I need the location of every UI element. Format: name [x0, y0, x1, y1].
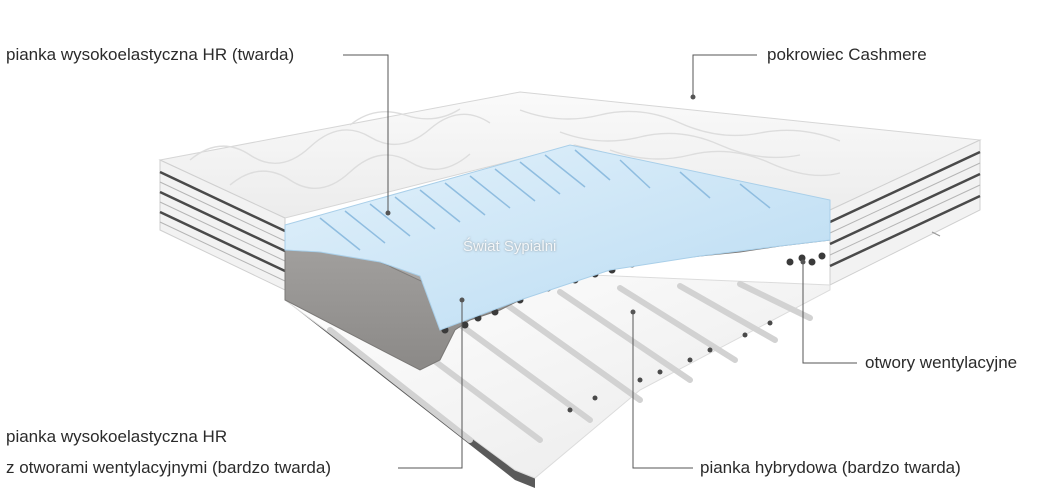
label-hr-foam-ventilated-line2: z otworami wentylacyjnymi (bardzo twarda… [6, 458, 331, 477]
blue-foam-slits [319, 149, 771, 251]
left-side-bands [159, 170, 286, 273]
label-ventilation-holes: otwory wentylacyjne [865, 353, 1018, 372]
leader-bottom-left [398, 300, 463, 469]
cover-quilt-pattern [189, 108, 841, 189]
leader-top-right [692, 54, 757, 97]
hybrid-foam-holes [567, 320, 773, 413]
mattress-tag [931, 231, 941, 237]
leader-top-left [343, 54, 389, 213]
label-cover-cashmere: pokrowiec Cashmere [767, 45, 927, 64]
label-hr-foam-ventilated-line1: pianka wysokoelastyczna HR [6, 427, 228, 446]
leader-bottom-right [632, 312, 693, 469]
label-hybrid-foam: pianka hybrydowa (bardzo twarda) [700, 458, 961, 477]
leader-lines [343, 54, 857, 469]
right-side-bands [829, 150, 981, 268]
leader-dots [385, 94, 806, 315]
label-hr-foam-hard: pianka wysokoelastyczna HR (twarda) [6, 45, 295, 64]
hybrid-foam-ridges [327, 281, 813, 443]
watermark-text: Świat Sypialni [463, 238, 557, 255]
leader-mid-right [802, 262, 857, 364]
